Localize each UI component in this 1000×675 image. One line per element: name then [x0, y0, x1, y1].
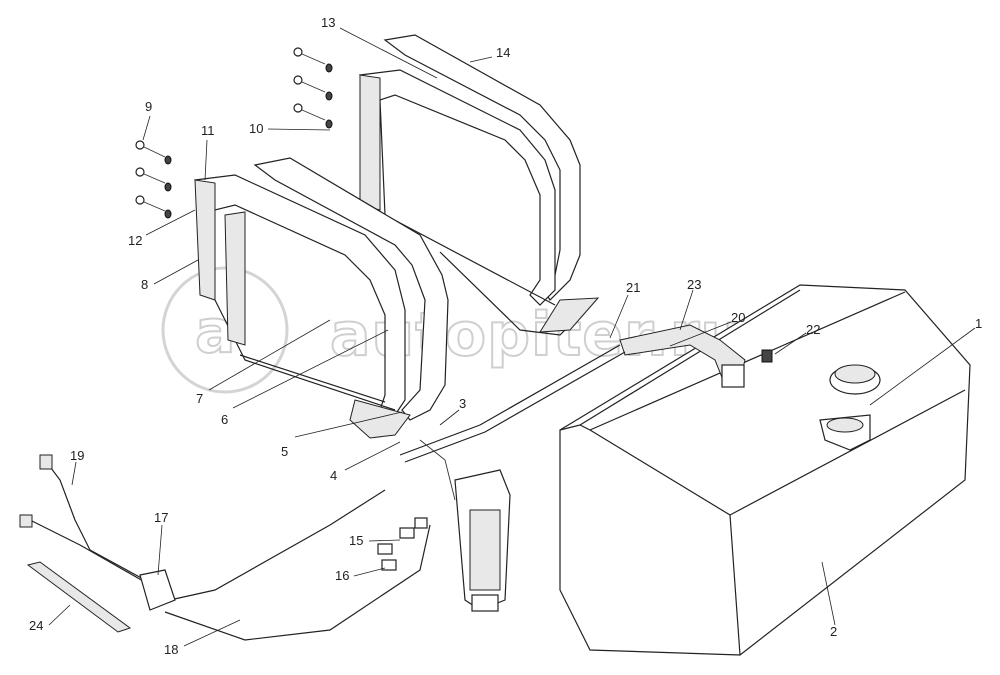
callout-13: 13: [321, 15, 335, 30]
fuel-filter: [454, 469, 511, 612]
callout-23: 23: [687, 277, 701, 292]
callout-3: 3: [459, 396, 466, 411]
harness: [19, 454, 176, 611]
fuel-lines: [164, 344, 626, 641]
callout-11: 11: [201, 123, 215, 138]
callout-2: 2: [830, 624, 837, 639]
callout-5: 5: [281, 444, 288, 459]
bolts-front: [135, 140, 172, 219]
callout-1: 1: [975, 316, 982, 331]
callout-labels: 1 2 3 4 5 6 7 8 9 10 11 12 13 14 15 16 1…: [29, 15, 982, 657]
callout-4: 4: [330, 468, 337, 483]
callout-21: 21: [626, 280, 640, 295]
bolts-rear: [293, 47, 333, 129]
callout-22: 22: [806, 322, 820, 337]
callout-24: 24: [29, 618, 43, 633]
callout-7: 7: [196, 391, 203, 406]
callout-16: 16: [335, 568, 349, 583]
callout-18: 18: [164, 642, 178, 657]
fittings: [377, 517, 428, 571]
callout-17: 17: [154, 510, 168, 525]
leader-lines: [48, 27, 976, 647]
rubber-strip: [26, 561, 132, 633]
filler-cap: [819, 364, 881, 451]
callout-20: 20: [731, 310, 745, 325]
callout-8: 8: [141, 277, 148, 292]
callout-9: 9: [145, 99, 152, 114]
callout-19: 19: [70, 448, 84, 463]
callout-15: 15: [349, 533, 363, 548]
callout-10: 10: [249, 121, 263, 136]
callout-12: 12: [128, 233, 142, 248]
fuel-sender: [619, 324, 773, 388]
front-tank-bracket: [193, 157, 449, 439]
rear-tank-bracket: [358, 34, 600, 336]
callout-6: 6: [221, 412, 228, 427]
callout-14: 14: [496, 45, 510, 60]
